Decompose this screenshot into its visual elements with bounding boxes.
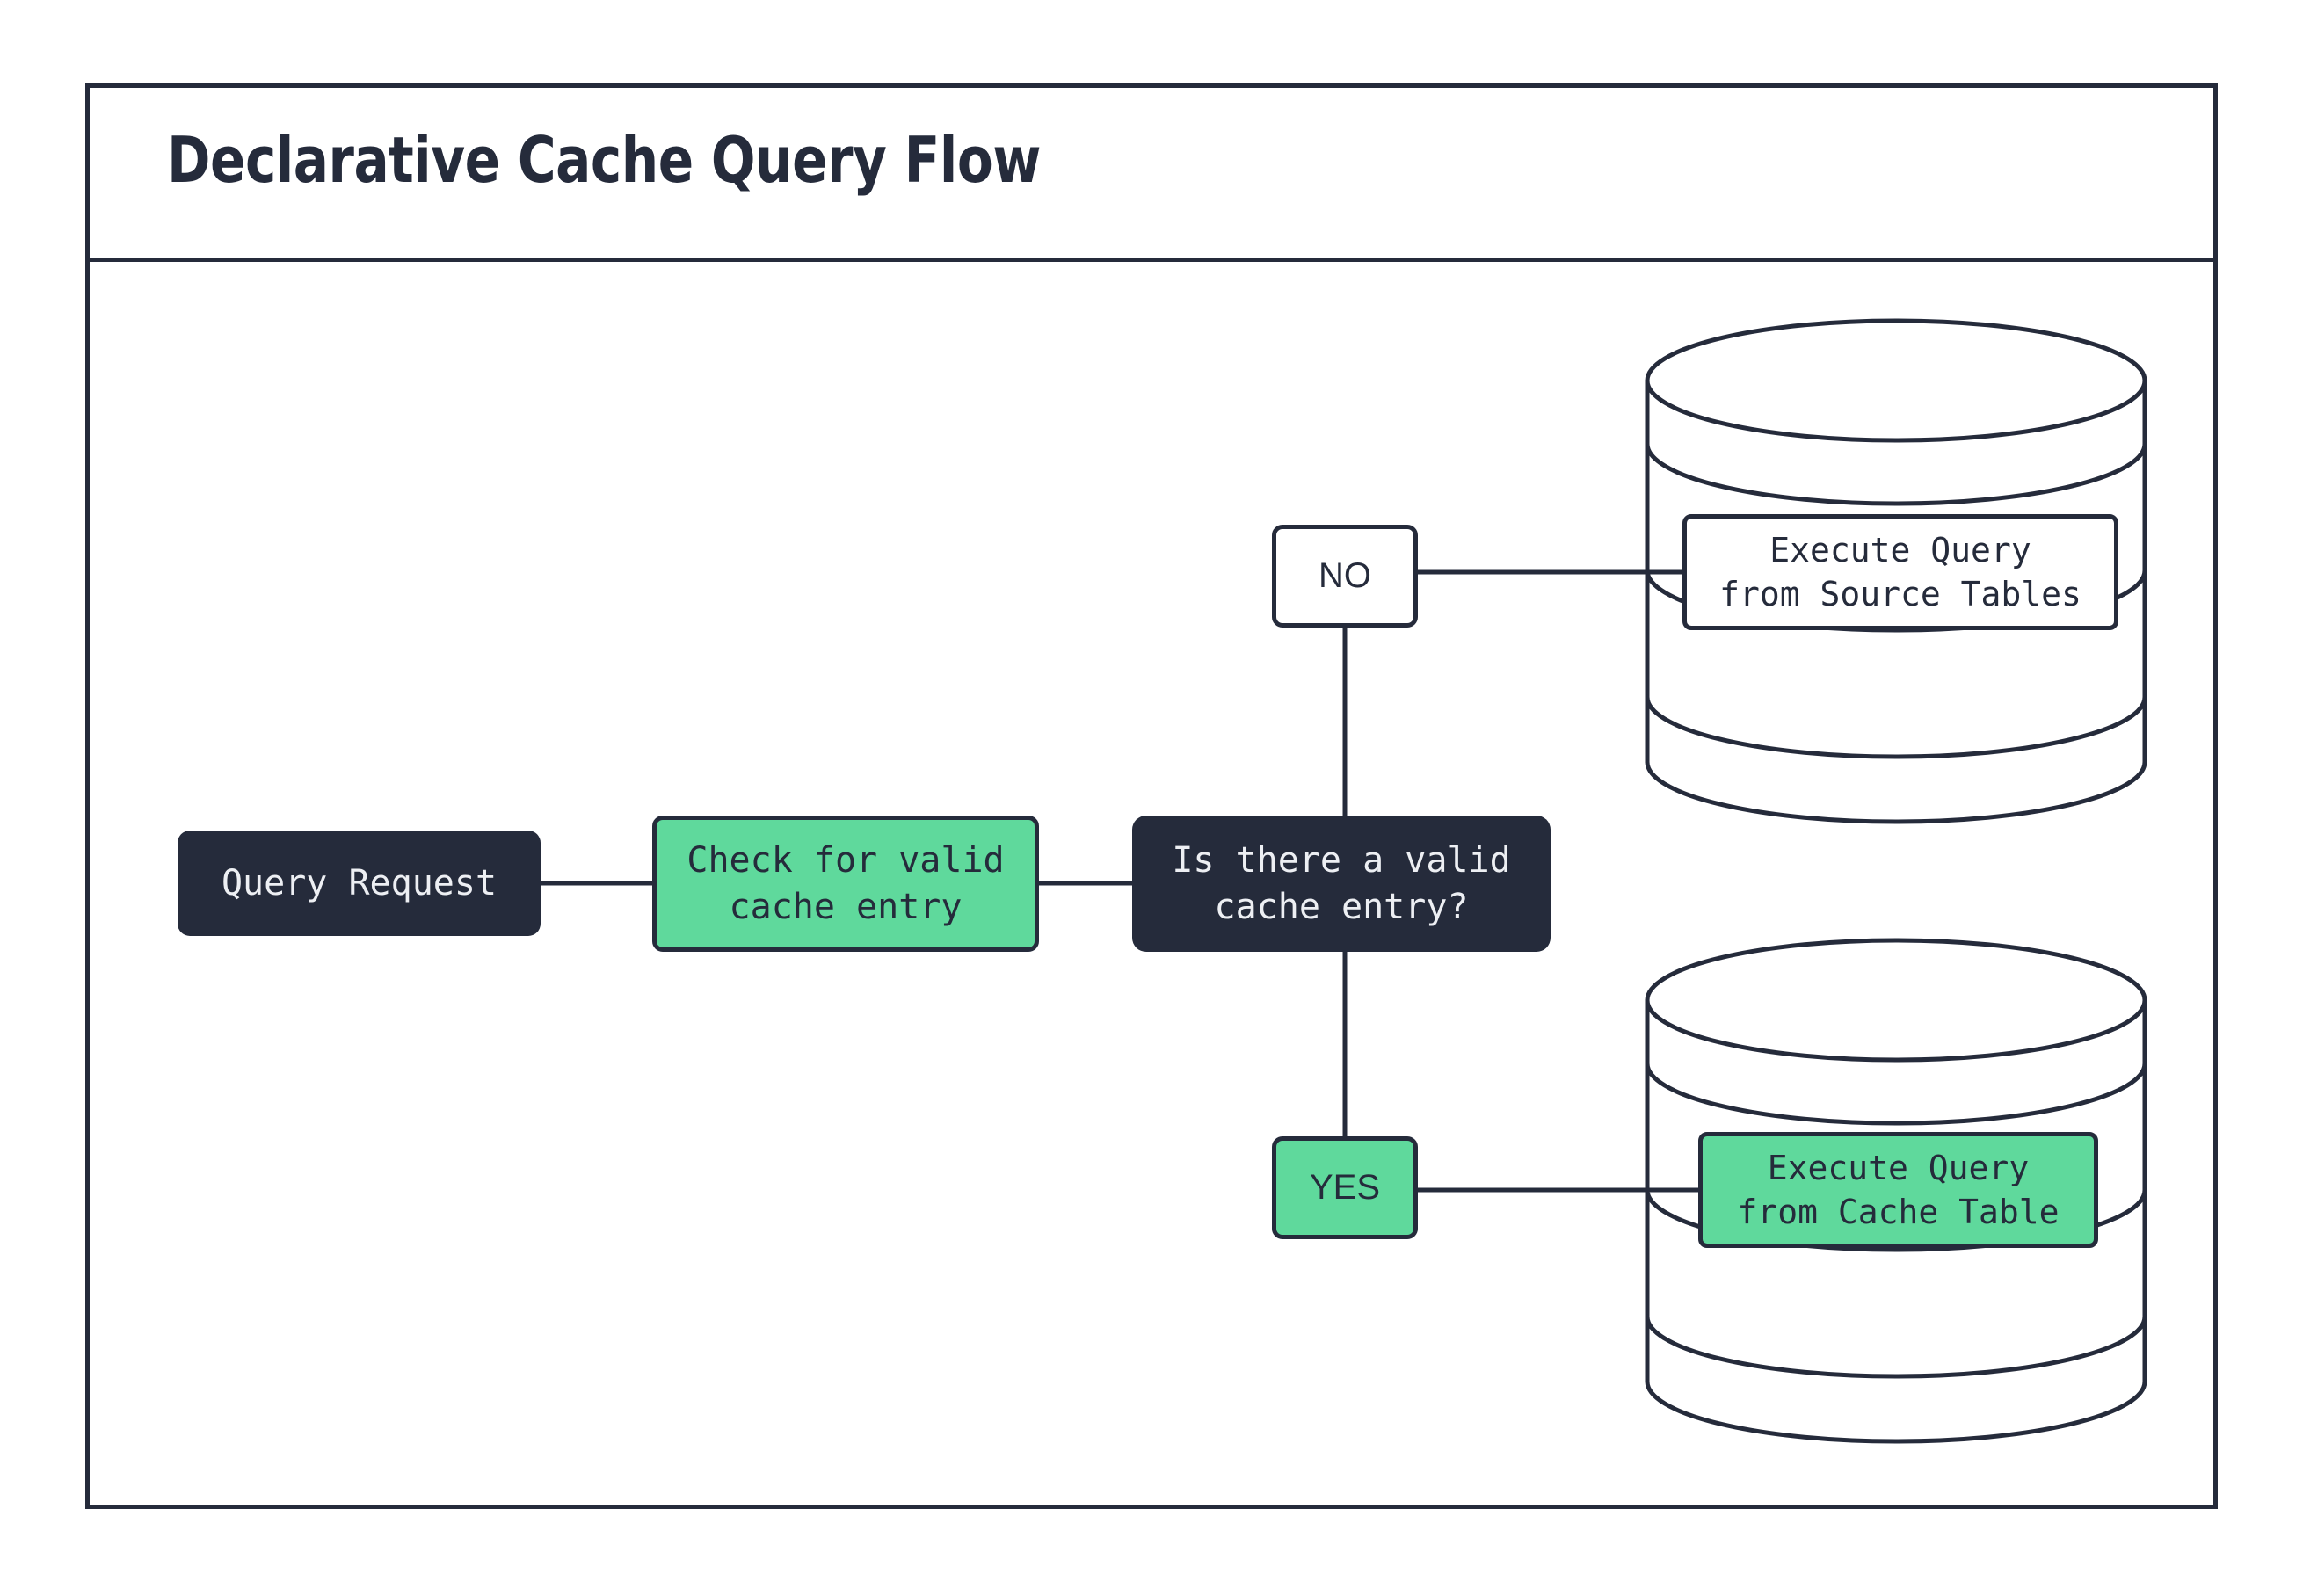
page-title: Declarative Cache Query Flow: [167, 123, 1041, 197]
node-check-for-valid-cache-entry[interactable]: Check for valid cache entry: [652, 816, 1039, 952]
node-decision-valid-cache-entry[interactable]: Is there a valid cache entry?: [1132, 816, 1551, 952]
node-execute-query-from-cache-table[interactable]: Execute Query from Cache Table: [1698, 1132, 2098, 1248]
branch-label-no[interactable]: NO: [1272, 525, 1418, 628]
diagram-frame: [85, 83, 2218, 1509]
title-divider: [85, 258, 2218, 262]
branch-label-yes[interactable]: YES: [1272, 1136, 1418, 1239]
node-query-request[interactable]: Query Request: [178, 831, 541, 936]
node-execute-query-from-source-tables[interactable]: Execute Query from Source Tables: [1682, 514, 2118, 630]
